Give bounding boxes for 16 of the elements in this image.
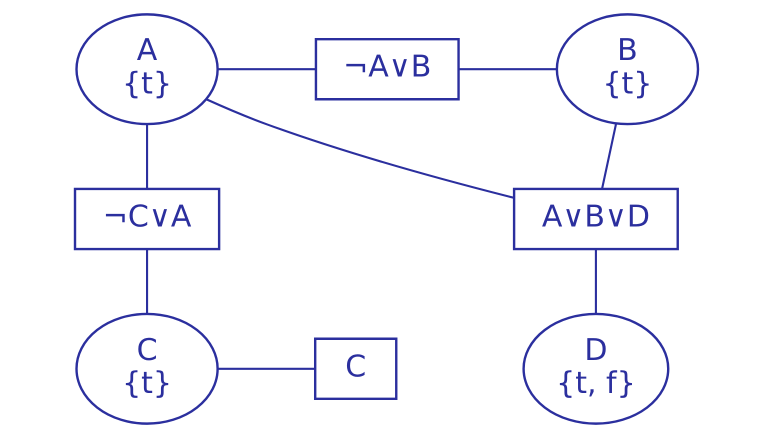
connector: [146, 250, 148, 314]
node-box: ¬A∨B: [314, 38, 460, 100]
connector: [218, 68, 316, 70]
node-ellipse: C {t}: [75, 312, 219, 425]
connector: [206, 98, 514, 199]
connector: [459, 68, 556, 70]
node-box: A∨B∨D: [512, 188, 679, 250]
connector: [594, 250, 597, 314]
node-ellipse: A {t}: [75, 13, 219, 126]
connector: [146, 124, 148, 189]
node-box: ¬C∨A: [74, 188, 220, 250]
node-ellipse: B {t}: [556, 13, 700, 126]
connector: [601, 124, 618, 190]
node-box: C: [314, 338, 398, 400]
connector: [218, 368, 315, 370]
node-ellipse: D {t, f}: [522, 312, 670, 425]
